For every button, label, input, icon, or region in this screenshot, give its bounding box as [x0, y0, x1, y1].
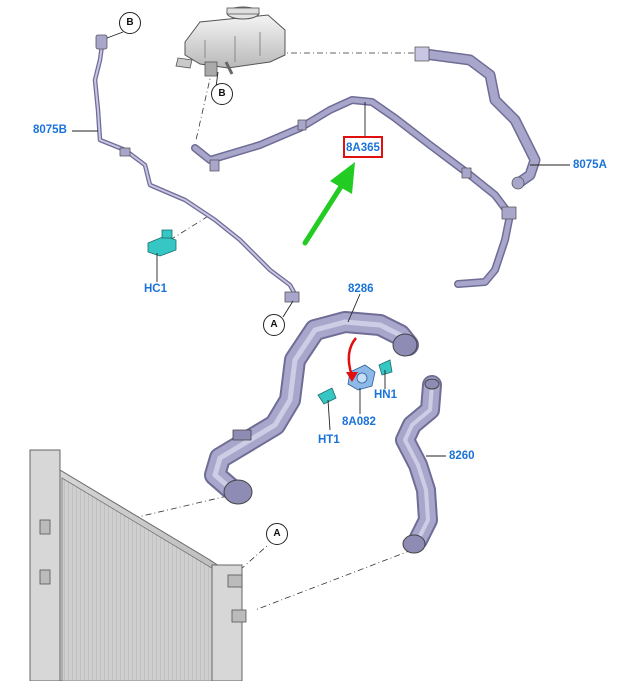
callout-a-lower: A	[266, 523, 288, 545]
red-arrow-icon	[346, 337, 358, 382]
callout-b-top: B	[119, 12, 141, 34]
callout-a-mid: A	[263, 314, 285, 336]
label-ht1: HT1	[318, 434, 340, 446]
label-8a082: 8A082	[342, 416, 376, 428]
clip-hn1	[378, 359, 393, 376]
bracket-8a082	[347, 364, 376, 391]
label-leaders	[72, 31, 570, 457]
green-arrow-icon	[302, 162, 355, 246]
hose-8075b	[92, 34, 300, 303]
label-hn1: HN1	[374, 389, 398, 401]
hose-8a365	[191, 96, 517, 288]
hose-8286	[204, 311, 419, 505]
label-8286: 8286	[348, 283, 374, 295]
coolant-reservoir	[175, 6, 286, 77]
hose-8260	[395, 375, 442, 554]
dashed-leaders	[124, 52, 420, 611]
highlight-box-8a365: 8A365	[343, 136, 383, 158]
hose-8075a	[414, 46, 541, 190]
label-8075a: 8075A	[573, 159, 607, 171]
label-8a365: 8A365	[346, 142, 380, 154]
label-8260: 8260	[449, 450, 475, 462]
callout-b-reservoir: B	[211, 83, 233, 105]
clip-ht1	[317, 387, 337, 405]
label-8075b: 8075B	[33, 124, 67, 136]
label-hc1: HC1	[144, 283, 168, 295]
clip-hc1	[147, 229, 177, 257]
